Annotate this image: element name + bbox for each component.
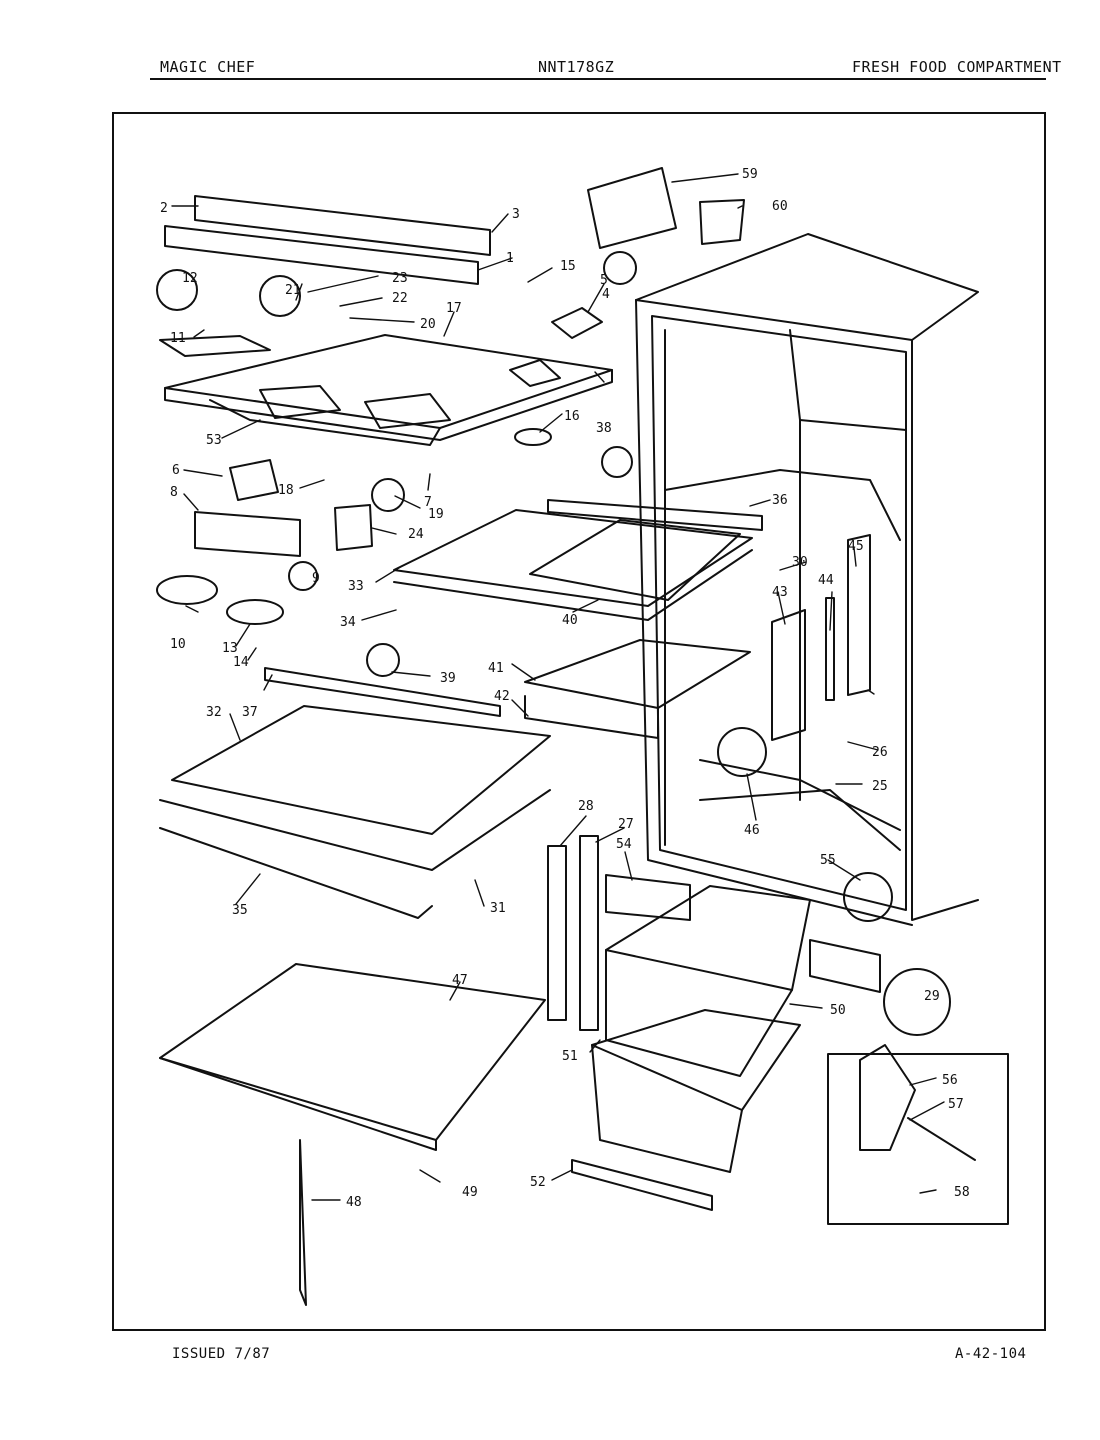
- part-label-30: 30: [792, 555, 808, 570]
- part-label-58: 58: [954, 1185, 970, 1200]
- part-label-56: 56: [942, 1073, 958, 1088]
- part-label-18: 18: [278, 483, 294, 498]
- part-label-25: 25: [872, 779, 888, 794]
- part-label-13: 13: [222, 641, 238, 656]
- part-label-46: 46: [744, 823, 760, 838]
- part-label-60: 60: [772, 199, 788, 214]
- part-label-50: 50: [830, 1003, 846, 1018]
- part-label-59: 59: [742, 167, 758, 182]
- part-label-24: 24: [408, 527, 424, 542]
- part-label-27: 27: [618, 817, 634, 832]
- part-label-38: 38: [596, 421, 612, 436]
- part-label-20: 20: [420, 317, 436, 332]
- part-label-34: 34: [340, 615, 356, 630]
- part-label-39: 39: [440, 671, 456, 686]
- part-label-45: 45: [848, 539, 864, 554]
- part-label-42: 42: [494, 689, 510, 704]
- part-label-35: 35: [232, 903, 248, 918]
- part-label-32: 32: [206, 705, 222, 720]
- part-label-7: 7: [424, 495, 432, 510]
- part-label-16: 16: [564, 409, 580, 424]
- part-label-17: 17: [446, 301, 462, 316]
- control-panel-drawing: [164, 195, 613, 446]
- part-label-40: 40: [562, 613, 578, 628]
- part-label-8: 8: [170, 485, 178, 500]
- brand-label: MAGIC CHEF: [160, 58, 256, 76]
- part-label-54: 54: [616, 837, 632, 852]
- model-number: NNT178GZ: [538, 58, 615, 76]
- leader-lines: [171, 173, 945, 1201]
- part-label-15: 15: [560, 259, 576, 274]
- part-label-36: 36: [772, 493, 788, 508]
- issued-date: ISSUED 7/87: [172, 1346, 271, 1362]
- part-label-22: 22: [392, 291, 408, 306]
- part-label-44: 44: [818, 573, 834, 588]
- part-label-43: 43: [772, 585, 788, 600]
- part-label-41: 41: [488, 661, 504, 676]
- part-label-52: 52: [530, 1175, 546, 1190]
- part-label-9: 9: [312, 571, 320, 586]
- cabinet-drawing: [635, 233, 979, 926]
- part-label-57: 57: [948, 1097, 964, 1112]
- section-title: FRESH FOOD COMPARTMENT: [852, 58, 1062, 76]
- part-label-47: 47: [452, 973, 468, 988]
- part-label-49: 49: [462, 1185, 478, 1200]
- part-label-10: 10: [170, 637, 186, 652]
- callout-numbers: 1 2 3 4 5 6 7 8 9 10 11 12 13 14 15 16 1…: [160, 167, 970, 1210]
- part-label-11: 11: [170, 331, 186, 346]
- shelves-and-crispers-drawing: [159, 499, 881, 1211]
- part-label-28: 28: [578, 799, 594, 814]
- part-label-12: 12: [182, 271, 198, 286]
- part-label-29: 29: [924, 989, 940, 1004]
- caster-inset-box: [827, 1053, 1009, 1225]
- part-label-21: 21: [285, 283, 301, 298]
- part-label-55: 55: [820, 853, 836, 868]
- small-parts-drawing: [156, 167, 976, 1306]
- part-label-48: 48: [346, 1195, 362, 1210]
- header-rule: [150, 78, 1046, 80]
- part-label-33: 33: [348, 579, 364, 594]
- part-label-5: 5: [600, 273, 608, 288]
- part-label-6: 6: [172, 463, 180, 478]
- part-label-37: 37: [242, 705, 258, 720]
- part-label-31: 31: [490, 901, 506, 916]
- part-label-53: 53: [206, 433, 222, 448]
- part-label-26: 26: [872, 745, 888, 760]
- part-label-1: 1: [506, 251, 514, 266]
- part-label-19: 19: [428, 507, 444, 522]
- document-number: A-42-104: [955, 1346, 1027, 1362]
- part-label-51: 51: [562, 1049, 578, 1064]
- diagram-frame: [112, 112, 1046, 1331]
- part-label-2: 2: [160, 201, 168, 216]
- part-label-3: 3: [512, 207, 520, 222]
- part-label-23: 23: [392, 271, 408, 286]
- part-label-14: 14: [233, 655, 249, 670]
- part-label-4: 4: [602, 287, 610, 302]
